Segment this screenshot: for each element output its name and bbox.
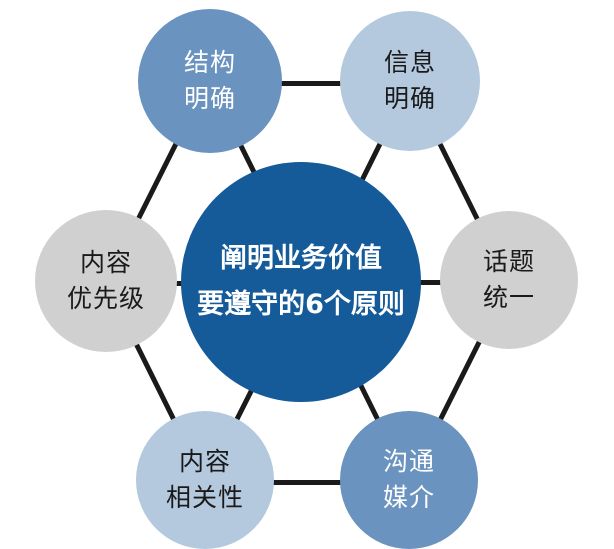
node-priority-line-2: 优先级 (66, 284, 145, 313)
node-relevance-line-2: 相关性 (165, 483, 244, 512)
node-medium-line-2: 媒介 (382, 483, 435, 512)
center-title-line-1: 阐明业务价值 (220, 243, 382, 274)
node-structure-line-2: 明确 (183, 84, 236, 113)
node-information: 信息 明确 (340, 11, 480, 151)
center-title-line-2: 要遵守的6个原则 (197, 289, 405, 320)
node-structure: 结构 明确 (138, 9, 282, 153)
node-information-line-2: 明确 (383, 84, 436, 113)
edge-structure-information (210, 81, 410, 86)
node-medium: 沟通 媒介 (340, 411, 478, 549)
node-topic-line-1: 话题 (482, 247, 535, 276)
node-priority-line-1: 内容 (79, 248, 132, 277)
node-information-line-1: 信息 (383, 48, 436, 77)
node-relevance: 内容 相关性 (136, 411, 274, 549)
node-priority: 内容 优先级 (35, 210, 177, 352)
center-node: 阐明业务价值 要遵守的6个原则 (181, 162, 421, 402)
node-topic: 话题 统一 (440, 211, 578, 349)
node-relevance-line-1: 内容 (178, 447, 231, 476)
node-topic-line-2: 统一 (482, 283, 535, 312)
node-structure-line-1: 结构 (183, 48, 236, 77)
node-medium-line-1: 沟通 (382, 447, 435, 476)
